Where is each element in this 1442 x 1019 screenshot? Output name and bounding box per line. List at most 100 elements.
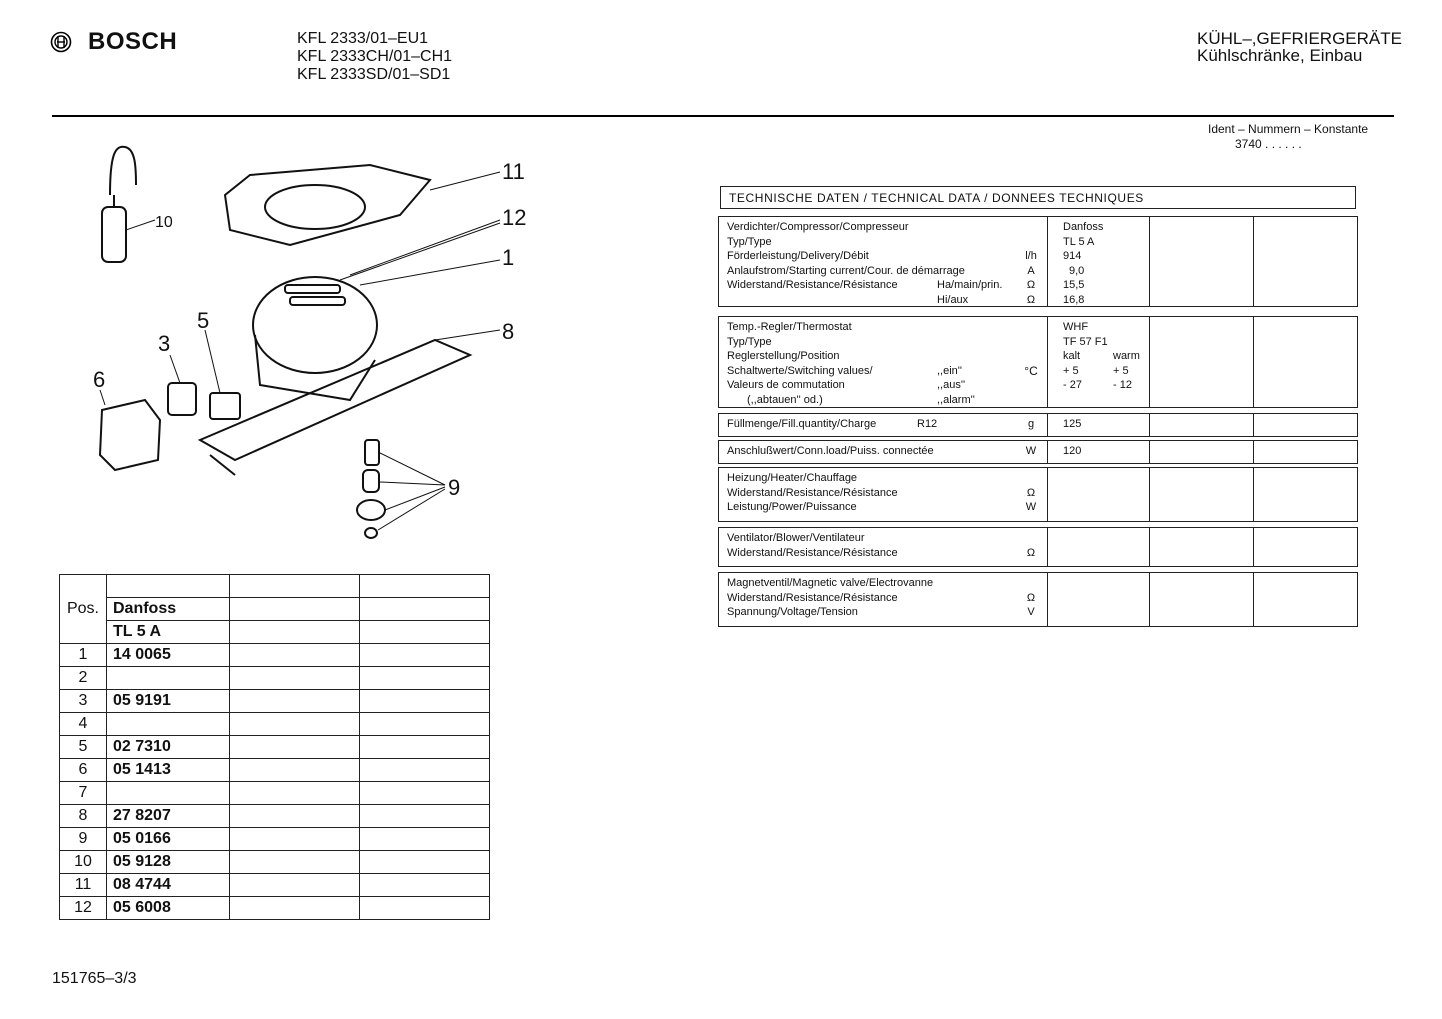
pos-cell: 10 xyxy=(59,850,107,874)
field-label: Heizung/Heater/Chauffage xyxy=(727,472,858,484)
field-value: TF 57 F1 xyxy=(1063,335,1108,348)
field-label: ,,ein'' xyxy=(937,364,962,377)
empty-cell xyxy=(359,827,490,851)
field-label: ,,alarm'' xyxy=(937,393,975,406)
field-value: 15,5 xyxy=(1063,279,1085,291)
field-label: Valeurs de commutation xyxy=(727,379,845,391)
empty-cell xyxy=(229,758,360,782)
category-heading: KÜHL–,GEFRIERGERÄTE Kühlschränke, Einbau xyxy=(1197,30,1402,64)
field-label: Ventilator/Blower/Ventilateur xyxy=(727,532,865,544)
thermostat-section: Temp.-Regler/Thermostat Typ/Type Reglers… xyxy=(718,316,1358,408)
field-label: Typ/Type xyxy=(727,335,772,348)
drip-tray-icon xyxy=(223,163,432,247)
field-value: - 27 xyxy=(1063,379,1082,391)
pos-cell: 5 xyxy=(59,735,107,759)
capacitor-lead-icon xyxy=(109,145,137,196)
unit-label: Ω xyxy=(1026,486,1036,499)
compressor-section: Verdichter/Compressor/Compresseur Typ/Ty… xyxy=(718,216,1358,307)
empty-cell xyxy=(359,666,490,690)
overload-protector-icon xyxy=(167,382,197,416)
header-divider xyxy=(52,115,1394,117)
callout-label: 9 xyxy=(448,475,460,500)
magnetic-valve-section: Magnetventil/Magnetic valve/Electrovanne… xyxy=(718,572,1358,627)
empty-cell xyxy=(229,689,360,713)
brand-name: BOSCH xyxy=(88,28,178,55)
unit-label: Ω xyxy=(1026,293,1036,306)
pos-cell: 1 xyxy=(59,643,107,667)
category-line: Kühlschränke, Einbau xyxy=(1197,46,1363,65)
field-value: 16,8 xyxy=(1063,293,1085,306)
model-list: KFL 2333/01–EU1 KFL 2333CH/01–CH1 KFL 23… xyxy=(297,30,452,84)
pos-cell: 11 xyxy=(59,873,107,897)
field-value: 9,0 xyxy=(1069,264,1085,277)
field-label: Anlaufstrom/Starting current/Cour. de dé… xyxy=(727,264,965,277)
empty-cell xyxy=(359,735,490,759)
nut-icon xyxy=(364,527,378,539)
table-row: 2 xyxy=(59,666,490,690)
field-label: Leistung/Power/Puissance xyxy=(727,501,857,513)
grommet-icon xyxy=(356,499,386,521)
field-label: (,,abtauen'' od.) xyxy=(747,393,823,406)
unit-label: l/h xyxy=(1025,250,1037,262)
field-value: kalt xyxy=(1063,350,1081,362)
field-label: R12 xyxy=(917,418,938,430)
callout-label: 12 xyxy=(502,205,526,230)
tech-data-title: TECHNISCHE DATEN / TECHNICAL DATA / DONN… xyxy=(720,186,1356,209)
part-number-cell xyxy=(106,781,230,805)
field-label: Anschlußwert/Conn.load/Puiss. connectée xyxy=(727,445,934,457)
unit-label: Ω xyxy=(1026,591,1036,604)
callout-label: 1 xyxy=(502,245,514,270)
callout-label: 5 xyxy=(197,308,209,333)
ident-block: Ident – Nummern – Konstante 3740 . . . .… xyxy=(1208,122,1368,152)
field-value: - 12 xyxy=(1113,379,1132,391)
field-value: 120 xyxy=(1063,445,1082,457)
callout-label: 3 xyxy=(158,331,170,356)
field-label: Verdichter/Compressor/Compresseur xyxy=(727,221,909,233)
pos-cell: 3 xyxy=(59,689,107,713)
field-label: ,,aus'' xyxy=(937,379,966,391)
model-line: KFL 2333/01–EU1 xyxy=(297,30,429,47)
unit-label: g xyxy=(1027,418,1035,430)
pos-cell: 7 xyxy=(59,781,107,805)
part-number-cell: 08 4744 xyxy=(106,873,230,897)
connection-load-section: Anschlußwert/Conn.load/Puiss. connectée … xyxy=(718,440,1358,464)
field-value: 914 xyxy=(1063,250,1082,262)
part-number-cell xyxy=(106,712,230,736)
callout-label: 6 xyxy=(93,367,105,392)
empty-cell xyxy=(229,712,360,736)
part-number-cell: 14 0065 xyxy=(106,643,230,667)
part-number-cell: 05 1413 xyxy=(106,758,230,782)
pos-cell: 8 xyxy=(59,804,107,828)
empty-cell xyxy=(359,873,490,897)
field-label: Reglerstellung/Position xyxy=(727,350,840,362)
empty-cell xyxy=(359,689,490,713)
pos-cell: 2 xyxy=(59,666,107,690)
pos-cell: 4 xyxy=(59,712,107,736)
pos-header: Pos. xyxy=(59,574,107,644)
empty-cell xyxy=(229,850,360,874)
exploded-parts-diagram: 10 11 12 1 8 5 3 6 9 xyxy=(93,145,526,539)
relay-cover-icon xyxy=(98,398,162,472)
callout-label: 10 xyxy=(155,214,173,231)
empty-cell xyxy=(359,896,490,920)
category-line: KÜHL–,GEFRIERGERÄTE xyxy=(1197,29,1402,48)
unit-label: V xyxy=(1027,606,1035,618)
field-label: Widerstand/Resistance/Résistance xyxy=(727,546,898,559)
field-label: Temp.-Regler/Thermostat xyxy=(727,321,852,333)
pos-cell: 9 xyxy=(59,827,107,851)
field-value: warm xyxy=(1113,350,1140,362)
document-number: 151765–3/3 xyxy=(52,970,137,987)
field-label: Widerstand/Resistance/Résistance xyxy=(727,279,898,291)
empty-cell xyxy=(359,712,490,736)
unit-label: W xyxy=(1025,445,1037,457)
